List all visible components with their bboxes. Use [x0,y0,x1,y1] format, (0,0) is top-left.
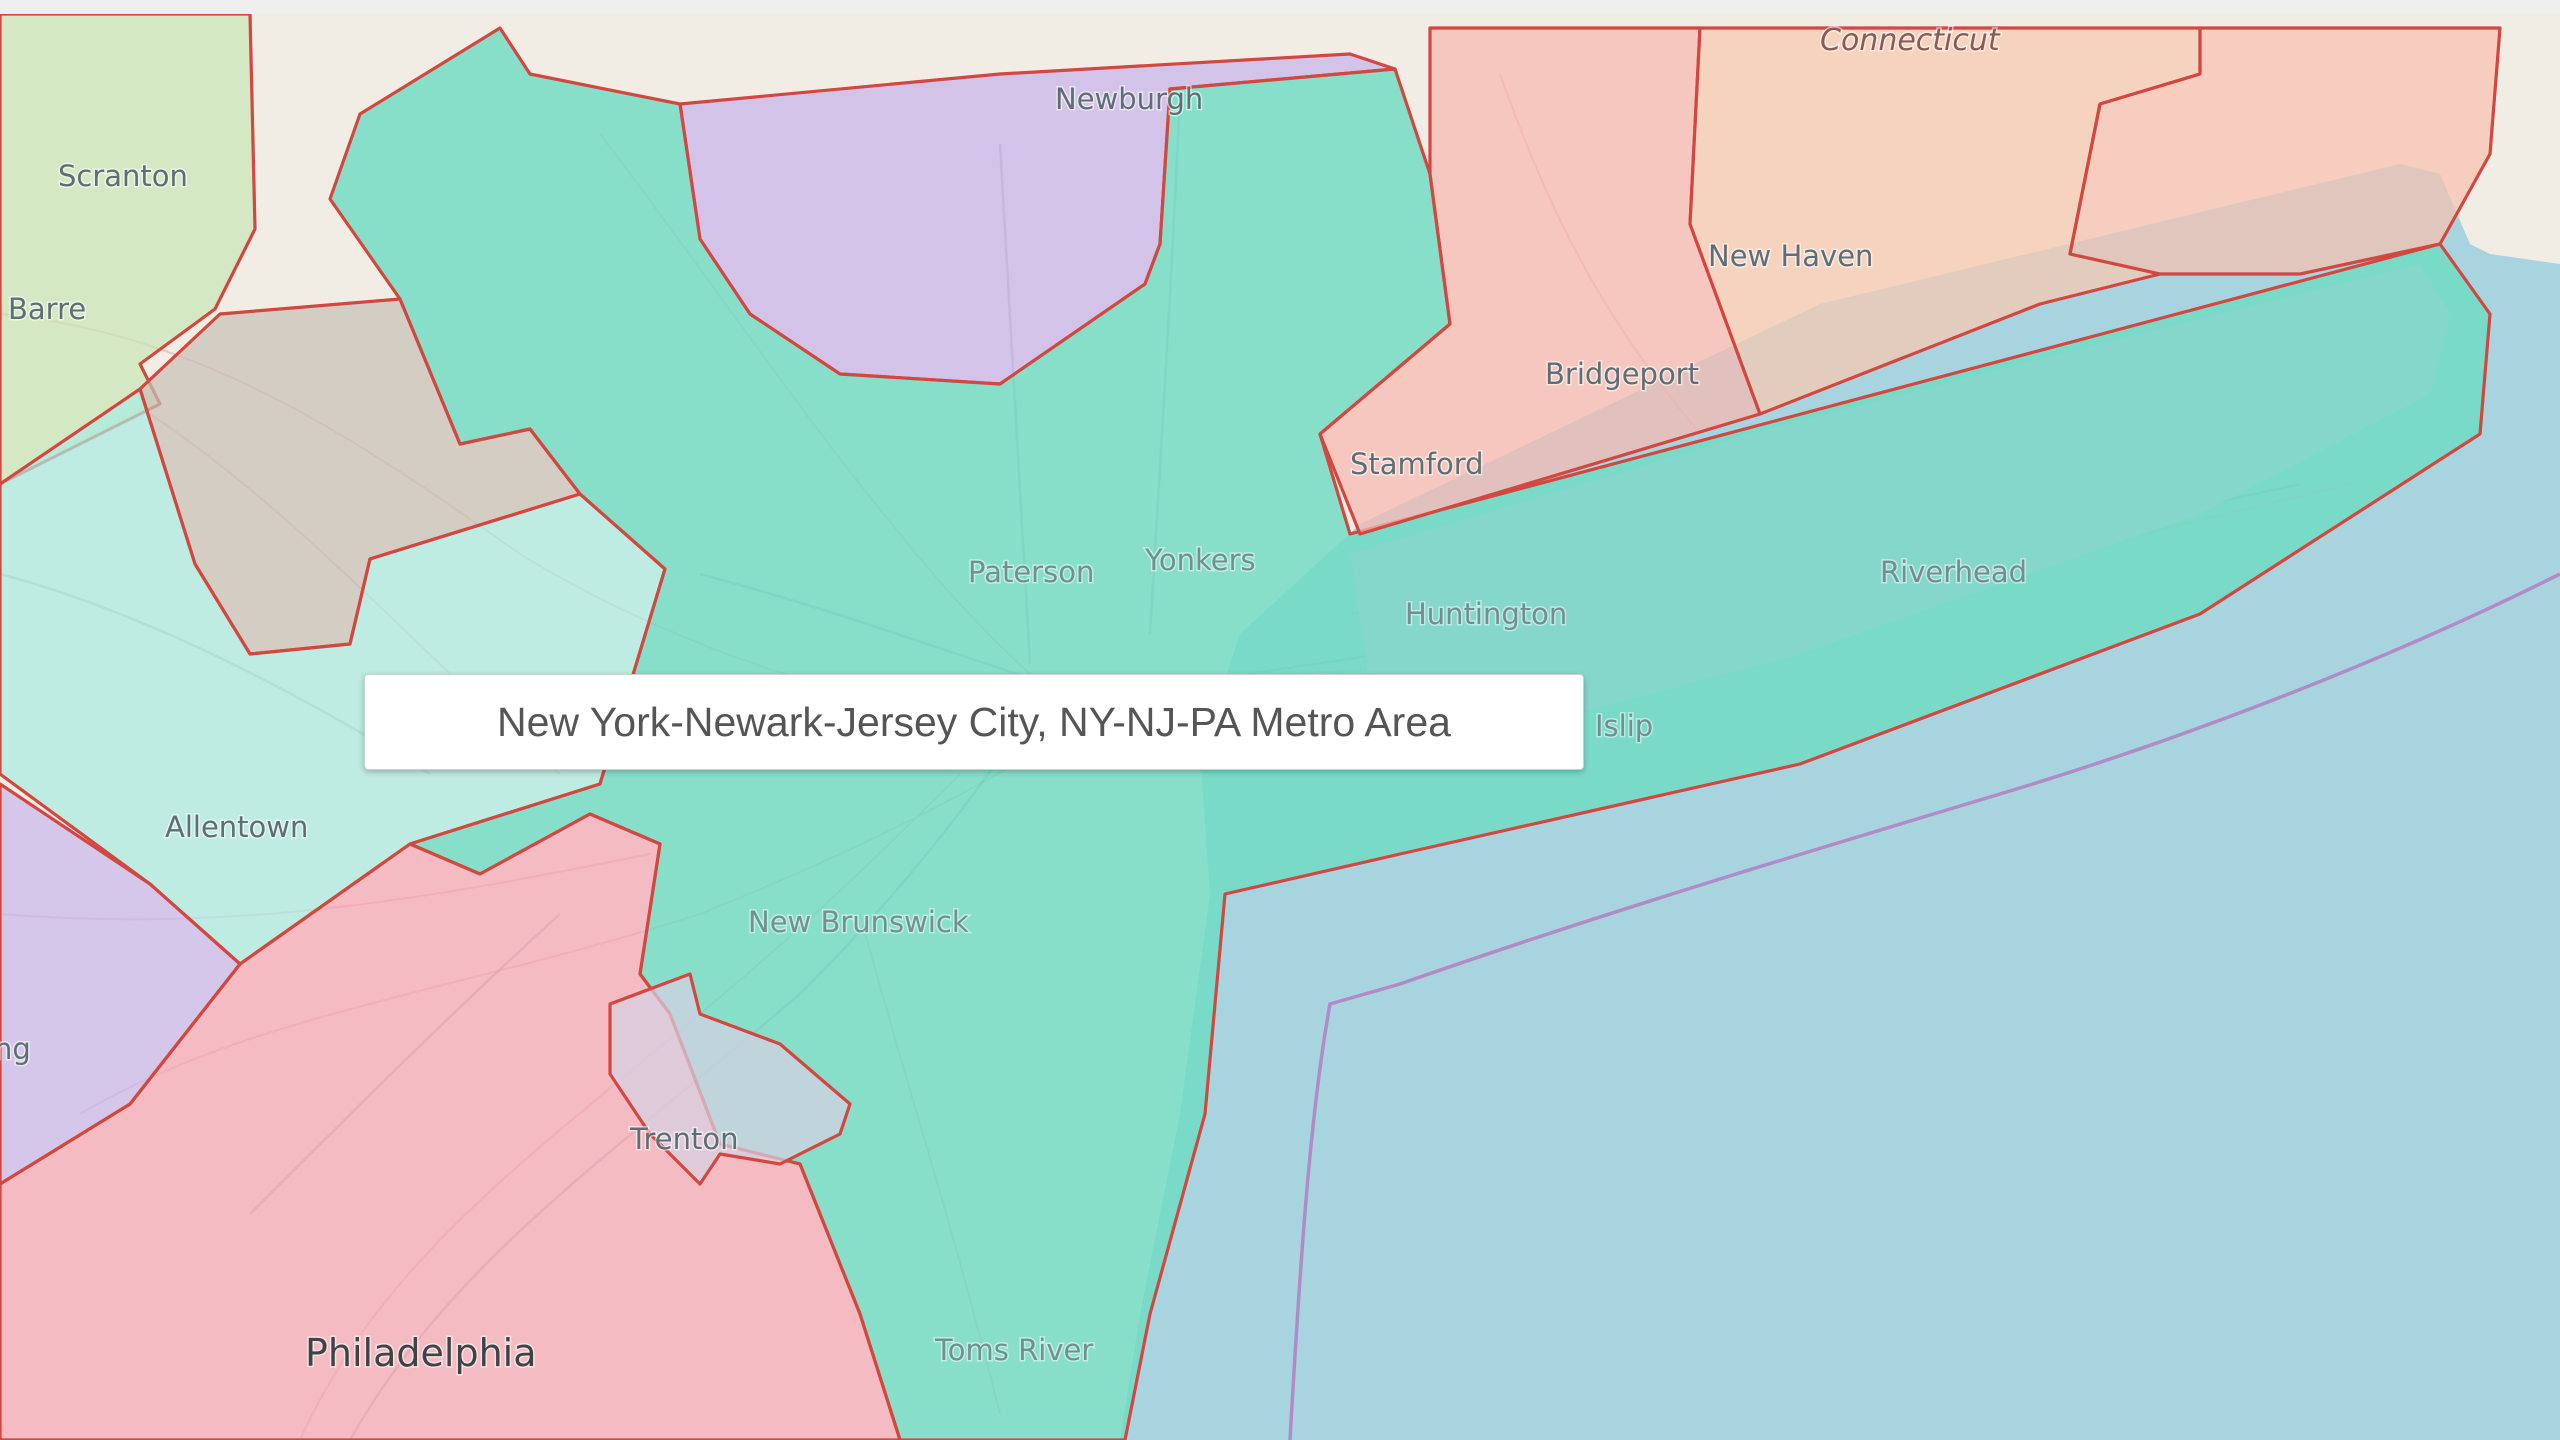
label-toms-river: Toms River [934,1333,1093,1367]
map-viewport[interactable]: Connecticut Newburgh Scranton Barre New … [0,14,2560,1440]
label-connecticut: Connecticut [1820,23,2001,58]
norwich-new-london-region[interactable] [2068,26,2502,276]
label-allentown: Allentown [165,810,308,844]
label-huntington: Huntington [1405,597,1567,631]
reading-region[interactable] [0,782,242,1186]
label-stamford: Stamford [1350,447,1484,481]
philadelphia-metro-region[interactable] [0,812,902,1440]
tooltip-text: New York-Newark-Jersey City, NY-NJ-PA Me… [497,698,1451,745]
label-new-brunswick: New Brunswick [748,905,969,939]
long-island-sound [1350,264,2450,754]
label-scranton: Scranton [58,159,188,193]
label-yonkers: Yonkers [1144,543,1256,577]
label-new-haven: New Haven [1708,239,1873,273]
label-trenton: Trenton [629,1122,738,1156]
label-bridgeport: Bridgeport [1545,357,1699,391]
label-barre: Barre [8,292,86,326]
label-paterson: Paterson [968,555,1094,589]
region-tooltip: New York-Newark-Jersey City, NY-NJ-PA Me… [364,674,1584,770]
label-philadelphia: Philadelphia [305,1331,537,1375]
maritime-boundary-line [1288,572,2560,1440]
label-islip: Islip [1595,709,1653,743]
label-reading-partial: ng [0,1032,31,1066]
trenton-region[interactable] [608,972,852,1186]
label-newburgh: Newburgh [1055,82,1203,116]
label-riverhead: Riverhead [1880,555,2027,589]
